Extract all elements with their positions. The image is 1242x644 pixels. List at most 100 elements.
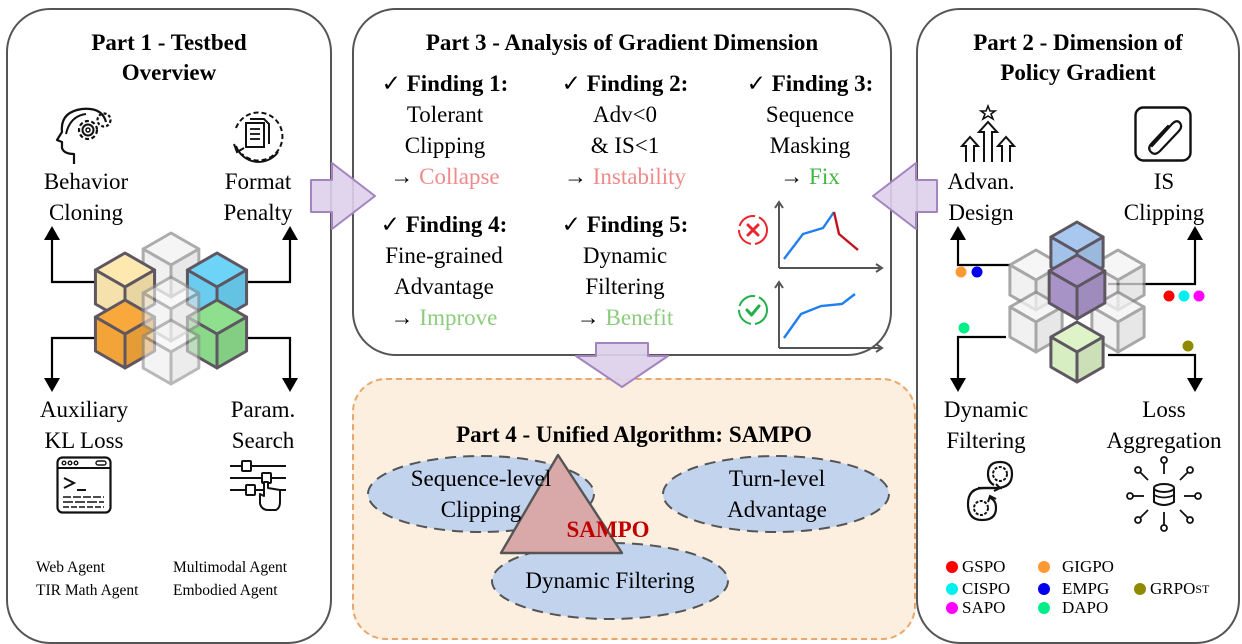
x-circle-icon (738, 215, 768, 245)
finding-line1: Dynamic (582, 243, 668, 268)
finding-result: Benefit (605, 305, 674, 330)
legend-label: GSPO (962, 557, 1006, 576)
component-line1: Dynamic Filtering (525, 568, 695, 593)
part1-item-behavior-cloning: Behavior Cloning (26, 166, 146, 228)
item-label-line2: Design (948, 200, 1014, 225)
component-line2: Clipping (440, 497, 522, 522)
mini-chart-fail (738, 200, 884, 273)
method-dot-dapo (958, 322, 970, 334)
legend-label: DAPO (1062, 598, 1109, 617)
part1-title-line1: Part 1 - Testbed (91, 30, 247, 55)
component-line1: Sequence-level (410, 466, 552, 491)
right-arrow-icon: → (563, 164, 587, 189)
legend-gigpo: GIGPO (1038, 557, 1114, 577)
check-icon: ✓ (746, 71, 766, 96)
part2-title: Part 2 - Dimension of Policy Gradient (916, 28, 1240, 88)
item-label-line1: Auxiliary (39, 397, 129, 422)
part1-agents-right: Multimodal Agent Embodied Agent (173, 556, 287, 602)
legend-label: GRPO (1150, 579, 1196, 598)
flow-arrow-part2-to-part3 (872, 162, 938, 230)
component-line1: Turn-level (728, 466, 826, 491)
part1-agents-left: Web Agent TIR Math Agent (36, 556, 138, 602)
cube-ghost-left-bottom (1008, 290, 1064, 354)
legend-label: GIGPO (1062, 557, 1114, 576)
connector-dynamic-filtering (950, 335, 1006, 392)
part2-item-dynamic-filtering: Dynamic Filtering (936, 394, 1036, 456)
legend-dapo: DAPO (1038, 598, 1108, 618)
flow-arrow-part3-to-part4 (575, 342, 669, 388)
success-curve (783, 293, 856, 339)
finding-line1: Tolerant (406, 102, 484, 127)
check-icon: ✓ (380, 212, 400, 237)
component-turn-level-advantage: Turn-level Advantage (662, 463, 892, 525)
legend-empg: EMPG (1038, 579, 1109, 599)
agent-tir-math: TIR Math Agent (36, 582, 139, 599)
terminal-window-icon (56, 456, 112, 514)
method-dot-grpo (1182, 340, 1194, 352)
connector-param-search (248, 336, 298, 392)
part1-title-line2: Overview (121, 60, 217, 85)
item-label-line2: Penalty (223, 200, 293, 225)
method-dot-cispo (1178, 290, 1190, 302)
connector-behavior-cloning (44, 226, 95, 284)
right-arrow-icon: → (390, 164, 414, 189)
fail-curve-rise (783, 211, 835, 260)
legend-dot (946, 561, 958, 573)
item-label-line1: IS (1153, 169, 1175, 194)
method-dot-sapo (1193, 290, 1205, 302)
paperclip-icon (1134, 106, 1192, 162)
part2-title-line2: Policy Gradient (1000, 60, 1156, 85)
method-dot-gspo (1163, 290, 1175, 302)
part2-cube-cluster (950, 220, 1205, 392)
part4-title: Part 4 - Unified Algorithm: SAMPO (456, 422, 812, 447)
part1-item-format-penalty: Format Penalty (200, 166, 316, 228)
finding-5: ✓ Finding 5: Dynamic Filtering → Benefit (545, 209, 705, 333)
finding-result: Fix (809, 164, 840, 189)
item-label-line1: Loss (1142, 397, 1186, 422)
part3-title: Part 3 - Analysis of Gradient Dimension (425, 30, 819, 55)
check-icon: ✓ (561, 71, 581, 96)
item-label-line1: Param. (230, 397, 296, 422)
finding-line2: Masking (769, 133, 851, 158)
legend-dot (946, 602, 958, 614)
finding-3: ✓ Finding 3: Sequence Masking → Fix (730, 68, 890, 192)
connector-loss-aggregation (1108, 353, 1203, 392)
method-dot-empg (971, 266, 983, 278)
finding-2: ✓ Finding 2: Adv<0 & IS<1 → Instability (545, 68, 705, 192)
legend-label: CISPO (962, 579, 1011, 598)
mini-chart-success (738, 280, 884, 353)
connector-advan-design (950, 226, 1010, 267)
item-label-line2: KL Loss (44, 428, 124, 453)
component-dynamic-filtering: Dynamic Filtering (490, 565, 730, 596)
finding-line1: Fine-grained (385, 243, 503, 268)
finding-line1: Sequence (765, 102, 855, 127)
part1-item-auxiliary-kl-loss: Auxiliary KL Loss (26, 394, 142, 456)
item-label-line2: Filtering (946, 428, 1026, 453)
legend-cispo: CISPO (946, 579, 1010, 599)
part2-item-loss-aggregation: Loss Aggregation (1096, 394, 1232, 456)
finding-heading: Finding 2: (586, 71, 689, 96)
fail-curve-drop (832, 211, 859, 251)
finding-heading: Finding 3: (771, 71, 874, 96)
right-arrow-icon: → (390, 305, 414, 330)
cube-green (1049, 320, 1105, 384)
part4-diagram (367, 453, 890, 620)
arrows-up-star-icon (959, 103, 1017, 162)
part1-cube-cluster (44, 226, 298, 392)
finding-line2: Filtering (585, 274, 665, 299)
legend-dot (946, 583, 958, 595)
legend-label: SAPO (962, 598, 1006, 617)
item-label-line1: Behavior (43, 169, 129, 194)
item-label-line1: Advan. (947, 169, 1015, 194)
finding-heading: Finding 4: (405, 212, 508, 237)
ellipse-turn-level-advantage (662, 455, 890, 533)
method-dot-gigpo (955, 266, 967, 278)
item-label-line2: Search (231, 428, 295, 453)
finding-1: ✓ Finding 1: Tolerant Clipping → Collaps… (370, 68, 520, 192)
finding-line2: Clipping (404, 133, 486, 158)
sliders-hand-icon (230, 460, 286, 511)
finding-4: ✓ Finding 4: Fine-grained Advantage → Im… (362, 209, 526, 333)
part2-item-advan-design: Advan. Design (936, 166, 1026, 228)
legend-dot (1038, 602, 1050, 614)
legend-dot (1134, 583, 1146, 595)
